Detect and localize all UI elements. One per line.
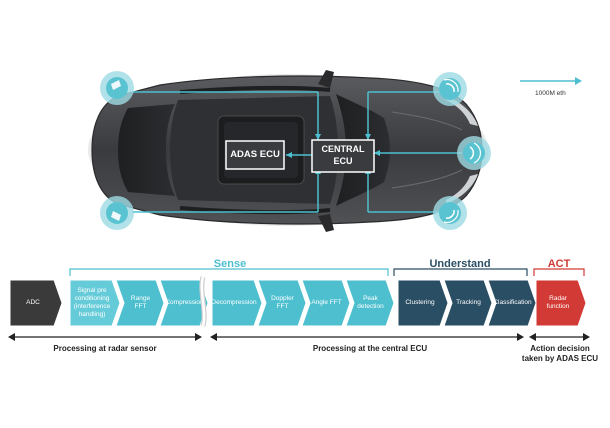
central-ecu-label: CENTRAL ECU <box>312 143 374 167</box>
adas-ecu-box <box>225 140 285 170</box>
radar-sensor-front-center <box>457 136 491 170</box>
step-angle-fft-chevron <box>301 279 351 327</box>
step-radar-function-label: Radar function <box>546 295 570 310</box>
step-signal-preconditioning-chevron <box>69 279 121 327</box>
label-processing-radar-sensor: Processing at radar sensor <box>53 344 157 353</box>
step-range-fft-label: Range FFT <box>130 295 151 310</box>
step-tracking-chevron <box>443 279 493 327</box>
step-radar-function-chevron <box>535 279 587 327</box>
radar-sensor-front-left <box>433 196 467 230</box>
step-classification-chevron <box>487 279 537 327</box>
radar-sensor-rear-right <box>100 71 134 105</box>
step-decompression-label: Decompression <box>211 299 257 306</box>
step-doppler-fft-label: Doppler FFT <box>271 295 294 310</box>
step-angle-fft-label: Angle FFT <box>311 299 342 306</box>
central-ecu-span-arrow <box>210 333 524 341</box>
adas-span-arrow <box>529 333 590 341</box>
group-title-sense: Sense <box>213 258 247 270</box>
label-processing-central-ecu: Processing at the central ECU <box>312 344 428 353</box>
step-adc-chevron <box>9 279 63 327</box>
step-tracking-label: Tracking <box>456 299 481 306</box>
adas-ecu-label: ADAS ECU <box>230 149 280 160</box>
step-clustering-chevron <box>397 279 449 327</box>
pipeline-steps <box>9 279 587 327</box>
step-adc-label: ADC <box>26 299 40 306</box>
sense-bracket <box>69 268 389 276</box>
step-clustering-label: Clustering <box>405 299 435 306</box>
legend-ethernet <box>520 77 582 85</box>
step-decompression-chevron <box>211 279 263 327</box>
break-marker <box>199 276 207 327</box>
understand-bracket <box>393 268 528 276</box>
car-top-view <box>88 70 488 232</box>
label-action-decision-adas: Action decision taken by ADAS ECU <box>521 344 599 363</box>
group-title-act: ACT <box>547 258 571 270</box>
radar-sensor-front-right <box>433 72 467 106</box>
central-ecu-label-line1: CENTRAL <box>321 144 365 154</box>
step-peak-detection-label: Peak detection <box>357 295 384 310</box>
central-ecu-box <box>311 139 375 173</box>
step-compression-label: Compression <box>165 299 204 306</box>
central-ecu-label-line2: ECU <box>333 156 353 166</box>
radar-sensor-rear-left <box>100 196 134 230</box>
step-range-fft-chevron <box>115 279 165 327</box>
group-title-understand: Understand <box>429 258 491 270</box>
step-classification-label: Classification <box>493 299 532 306</box>
radar-sensor-span-arrow <box>8 333 202 341</box>
act-bracket <box>533 268 585 276</box>
ethernet-links <box>132 91 462 213</box>
step-signal-preconditioning-label: Signal pre conditioning (interference ha… <box>73 287 111 318</box>
legend-label: 1000M eth <box>535 90 566 97</box>
step-peak-detection-chevron <box>345 279 395 327</box>
step-doppler-fft-chevron <box>257 279 307 327</box>
